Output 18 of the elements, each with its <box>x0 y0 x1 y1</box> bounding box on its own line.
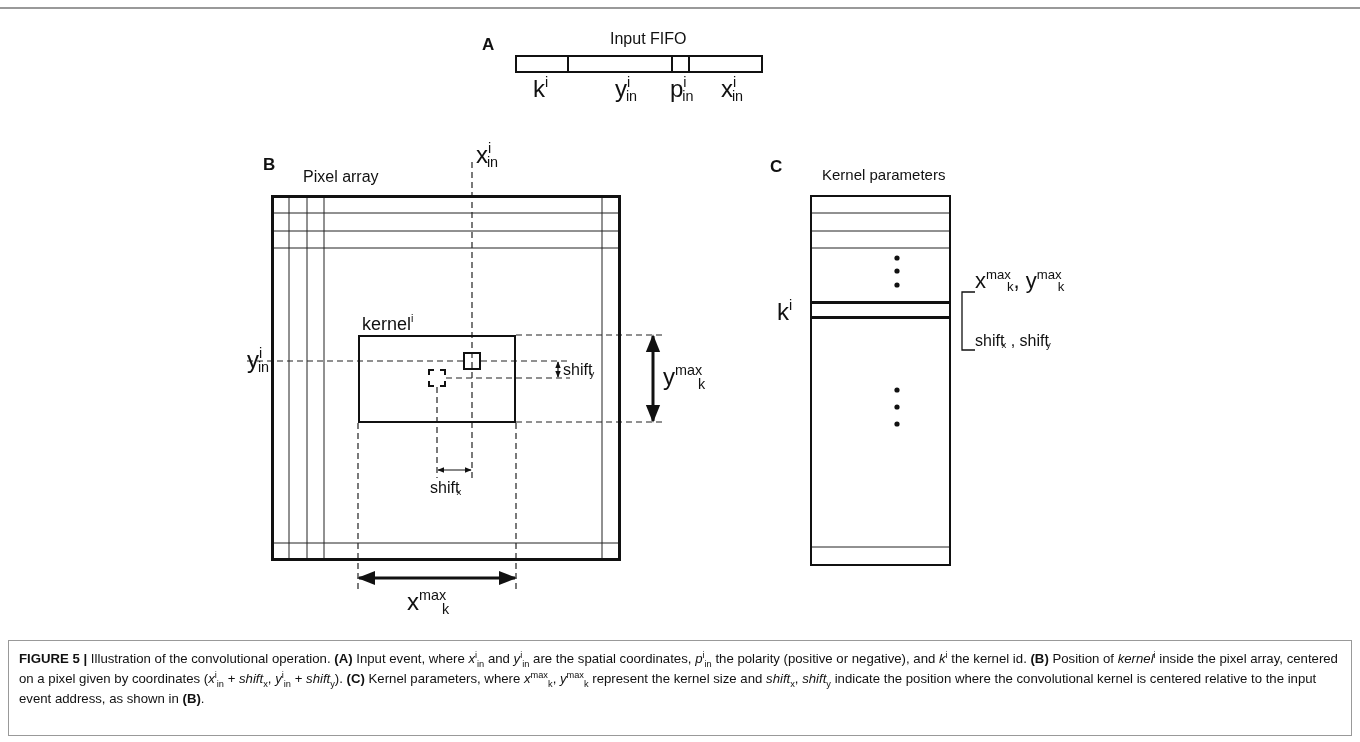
register-field <box>671 55 690 73</box>
figure-caption: FIGURE 5 | Illustration of the convolutional operation. (A) Input event, where x$^{i}$$_{in}$ and y$^{i}$$_{in}$ are the spatial coordinates, p$^{i}$$_{in}$ the polarity (positive or negative), and k$^{i}$ the kernel id. (B) Position of kernel$^{i}$ inside the pixel array, centered on a pixel given by coordinates (x$^{i}$$_{in}$ + shift$_{x}$, y$^{i}$$_{in}$ + shift$_{y}$). (C) Kernel parameters, where x$^{max}$$_{k}$, y$^{max}$$_{k}$ represent the kernel size and shift$_{x}$, shift$_{y}$ indicate the position where the convolutional kernel is centered relative to the input event address, as shown in (B). <box>8 640 1352 736</box>
panel-letter: C <box>770 158 783 175</box>
panel-letter: B <box>263 156 276 173</box>
dimension-label: shift$_{x}$ <box>430 480 462 496</box>
panel-letter: A <box>482 36 495 53</box>
register-field <box>515 55 569 73</box>
dimension-label: shift$_{y}$ <box>563 362 595 378</box>
panel-title: Input FIFO <box>610 31 687 47</box>
row-label: k$^{i}$ <box>777 300 793 324</box>
register-field <box>688 55 763 73</box>
panel-title: Pixel array <box>303 169 379 185</box>
pixel-square <box>462 351 481 370</box>
field-label: k$^{i}$ <box>533 77 549 101</box>
register-field <box>567 55 673 73</box>
kernel-label: kernel$^{i}$ <box>362 315 414 333</box>
panel-title: Kernel parameters <box>822 167 946 182</box>
center-pixel-square <box>427 368 446 387</box>
